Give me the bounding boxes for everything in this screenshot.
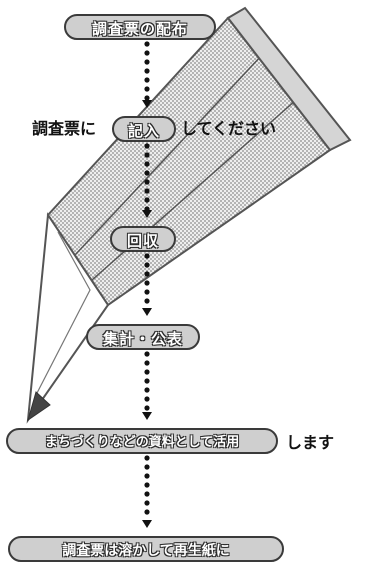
flow-dot [144,68,150,74]
step-utilization: まちづくりなどの資料として活用 [6,428,278,454]
flow-dot [144,464,150,470]
flow-dot [144,280,150,286]
flow-dot [144,143,150,149]
flow-dot [144,179,150,185]
pencil-lead [27,391,51,422]
pencil-wood [26,212,110,424]
flow-dot [144,473,150,479]
step-fill-in-suffix: してください [181,119,277,138]
flow-dot [144,77,150,83]
flow-connectors [142,41,152,528]
flow-dot [144,50,150,56]
flow-dot [144,161,150,167]
flow-dot [144,455,150,461]
step-fill-in-prefix: 調査票に [32,119,97,138]
flow-dot [144,86,150,92]
flow-dot [144,500,150,506]
flow-dot [144,188,150,194]
step-utilization-suffix: します [286,433,335,452]
flow-dot [144,197,150,203]
flow-dot [144,152,150,158]
flow-dot [144,95,150,101]
flow-dot [144,253,150,259]
flow-dot [144,170,150,176]
flow-dot [144,396,150,402]
flow-dot [144,271,150,277]
flow-arrowhead [142,308,152,316]
step-distribution: 調査票の配布 [64,14,216,40]
pencil-cone-line [35,231,91,396]
step-fill-in: 記入 [112,116,176,142]
flow-arrowhead [142,520,152,528]
flow-dot [144,298,150,304]
pencil-eraser [226,6,352,152]
flow-dot [144,491,150,497]
step-tabulation: 集計・公表 [86,324,200,350]
flow-dot [144,482,150,488]
flow-dot [144,262,150,268]
flow-dot [144,509,150,515]
flow-dot [144,289,150,295]
flow-dot [144,378,150,384]
flow-dot [144,41,150,47]
flow-arrowhead [142,210,152,218]
step-collection: 回収 [110,226,176,252]
flow-arrowhead [142,412,152,420]
flow-dot [144,387,150,393]
flow-dot [144,369,150,375]
pencil-stripe [74,54,263,256]
flow-dot [144,351,150,357]
flow-dot [144,405,150,411]
step-recycling: 調査票は溶かして再生紙に [8,536,284,562]
flow-dot [144,59,150,65]
flow-arrowhead [142,100,152,108]
flow-dot [144,360,150,366]
